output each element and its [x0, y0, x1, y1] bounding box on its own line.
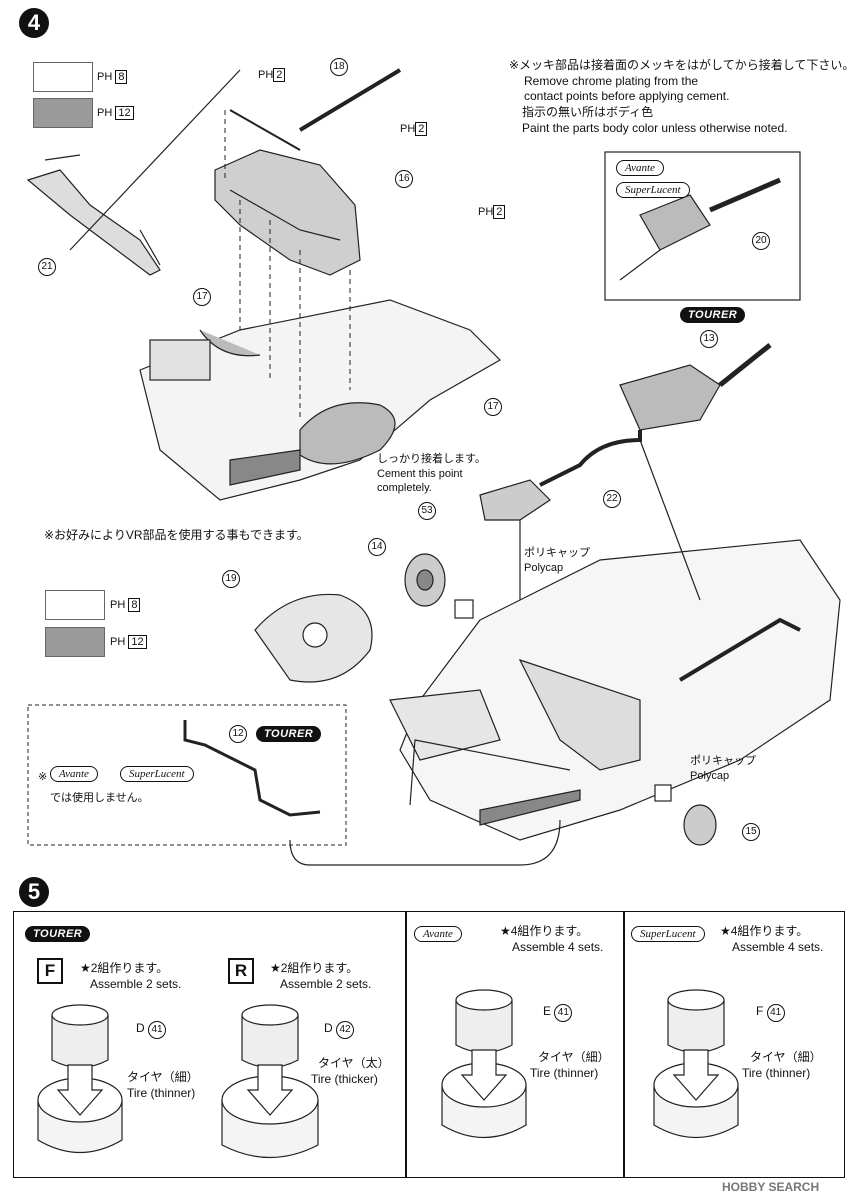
avante-tire-jp: タイヤ（細）	[538, 1050, 610, 1064]
cement-note-jp: しっかり接着します。	[377, 453, 486, 465]
part-19: 19	[222, 570, 240, 588]
front-tire-en: Tire (thinner)	[127, 1086, 196, 1100]
panel-tourer	[13, 911, 407, 1178]
badge-avante-exhaust: Avante	[616, 160, 664, 176]
part-21: 21	[38, 258, 56, 276]
badge-tourer-exhaust: TOURER	[680, 307, 746, 323]
front-tire-jp: タイヤ（細）	[127, 1070, 199, 1084]
rear-letter: R	[228, 958, 254, 984]
legend-ph-12: PH 12	[97, 106, 134, 120]
polycap-label-en-b: Polycap	[690, 770, 730, 782]
front-wheel-code: D 41	[136, 1021, 167, 1039]
avante-tire-en: Tire (thinner)	[530, 1066, 599, 1080]
part-15: 15	[742, 823, 760, 841]
paint-note-jp: 指示の無い所はボディ色	[522, 105, 654, 119]
legend-swatch-white	[33, 62, 93, 92]
badge-avante-wheels: Avante	[414, 926, 462, 942]
polycap-label-jp-b: ポリキャップ	[690, 755, 756, 767]
badge-tourer-part12: TOURER	[256, 726, 322, 742]
part-18: 18	[330, 58, 348, 76]
part-17-b: 17	[484, 398, 502, 416]
legend2-swatch-white	[45, 590, 105, 620]
legend2-swatch-gray	[45, 627, 105, 657]
vr-parts-note: ※お好みによりVR部品を使用する事もできます。	[44, 528, 309, 542]
avante-wheel-code: E 41	[543, 1004, 573, 1022]
part-13: 13	[700, 330, 718, 348]
rear-tire-en: Tire (thicker)	[311, 1072, 378, 1086]
badge-tourer-wheels: TOURER	[25, 926, 91, 942]
paint-note-en: Paint the parts body color unless otherw…	[522, 121, 788, 135]
cement-note-en-2: completely.	[377, 482, 432, 494]
polycap-label-en-a: Polycap	[524, 562, 564, 574]
badge-superlucent-part12: SuperLucent	[120, 766, 194, 782]
badge-superlucent-wheels: SuperLucent	[631, 926, 705, 942]
polycap-label-jp-a: ポリキャップ	[524, 547, 590, 559]
panel-superlucent	[623, 911, 845, 1178]
part-22: 22	[603, 490, 621, 508]
chrome-note-en-2: contact points before applying cement.	[524, 89, 730, 103]
avante-sets-en: Assemble 4 sets.	[512, 940, 604, 954]
rear-sets-en: Assemble 2 sets.	[280, 977, 372, 991]
front-letter: F	[37, 958, 63, 984]
cement-note-en-1: Cement this point	[377, 468, 463, 480]
legend2-ph-8: PH 8	[110, 598, 141, 612]
front-sets-jp: ★2組作ります。	[80, 961, 169, 975]
rear-tire-jp: タイヤ（太）	[318, 1056, 390, 1070]
part-12: 12	[229, 725, 247, 743]
legend-swatch-gray	[33, 98, 93, 128]
part-20: 20	[752, 232, 770, 250]
step-5-number: 5	[19, 877, 49, 907]
chrome-note-jp: ※メッキ部品は接着面のメッキをはがしてから接着して下さい。	[509, 58, 855, 72]
avante-sets-jp: ★4組作ります。	[500, 924, 589, 938]
badge-avante-part12: Avante	[50, 766, 98, 782]
superlucent-tire-en: Tire (thinner)	[742, 1066, 811, 1080]
not-used-prefix: ※	[38, 771, 48, 783]
superlucent-sets-jp: ★4組作ります。	[720, 924, 809, 938]
superlucent-wheel-code: F 41	[756, 1004, 785, 1022]
legend2-ph-12: PH 12	[110, 635, 147, 649]
step-4-number: 4	[19, 8, 49, 38]
part-16: 16	[395, 170, 413, 188]
front-sets-en: Assemble 2 sets.	[90, 977, 182, 991]
part-17-a: 17	[193, 288, 211, 306]
panel-avante	[405, 911, 625, 1178]
part-53: 53	[418, 502, 436, 520]
not-used-note: では使用しません。	[50, 792, 149, 804]
watermark: HOBBY SEARCH	[722, 1180, 820, 1194]
superlucent-sets-en: Assemble 4 sets.	[732, 940, 824, 954]
rear-wheel-code: D 42	[324, 1021, 355, 1039]
chrome-note-en-1: Remove chrome plating from the	[524, 74, 699, 88]
part-14: 14	[368, 538, 386, 556]
superlucent-tire-jp: タイヤ（細）	[750, 1050, 822, 1064]
rear-sets-jp: ★2組作ります。	[270, 961, 359, 975]
legend-ph-8: PH 8	[97, 70, 128, 84]
badge-superlucent-exhaust: SuperLucent	[616, 182, 690, 198]
